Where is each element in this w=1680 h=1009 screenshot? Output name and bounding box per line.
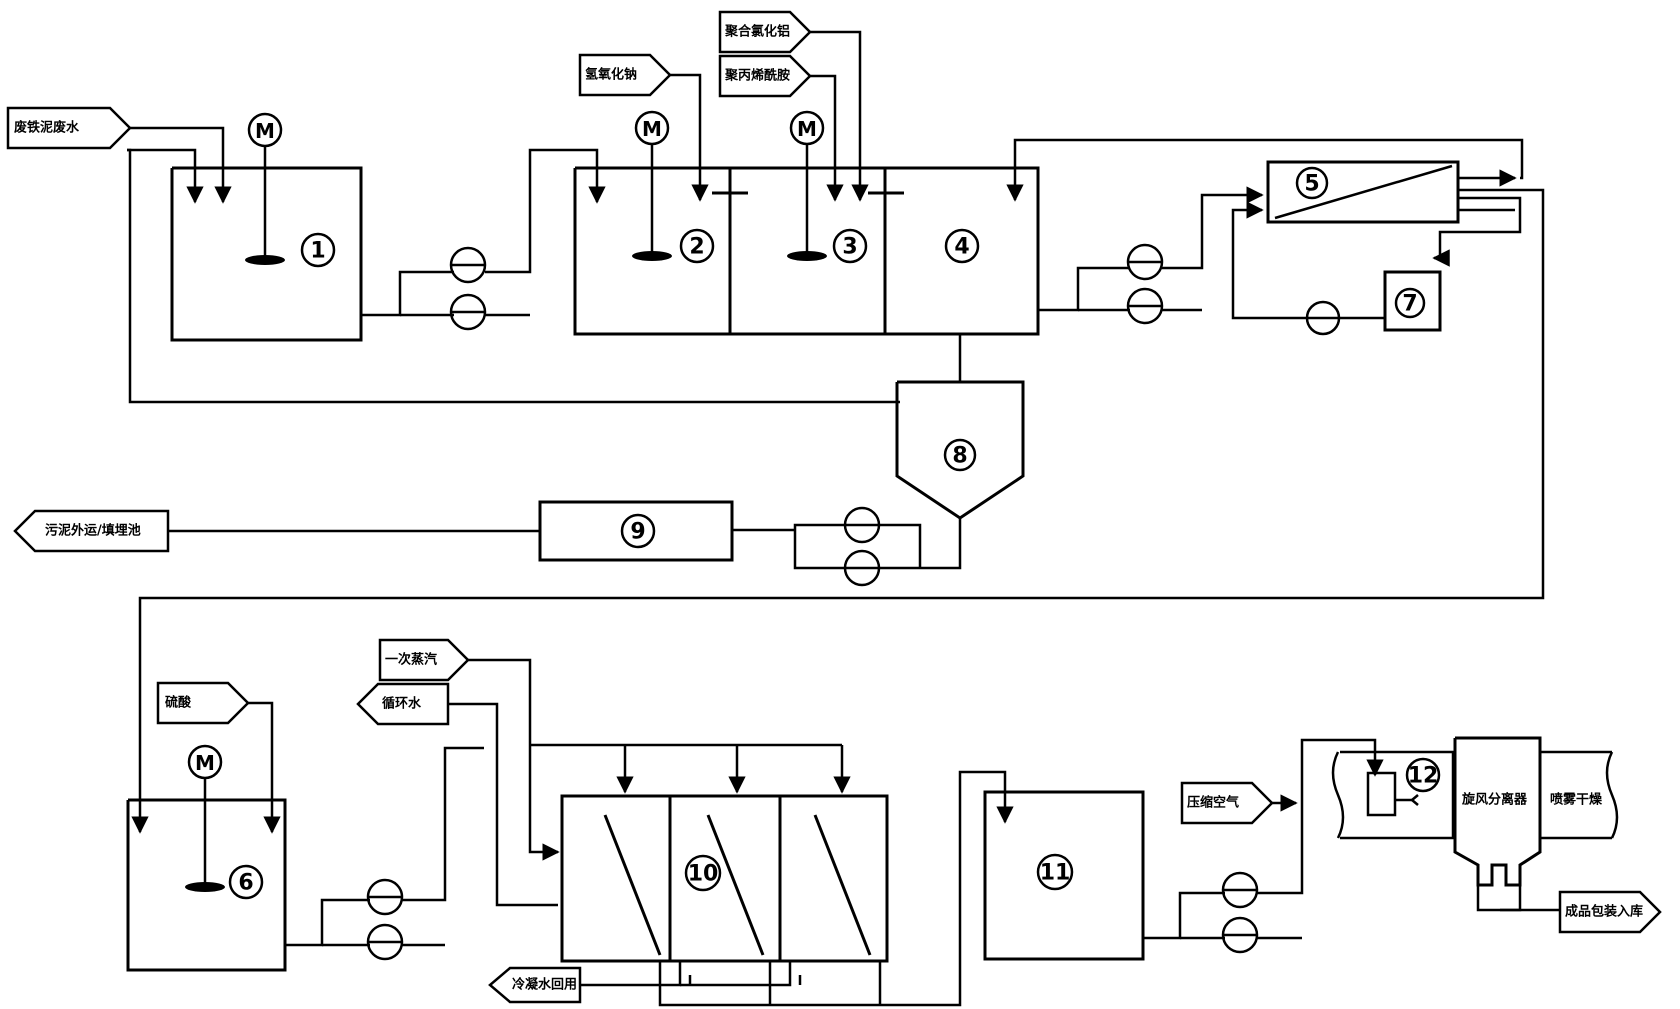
- tag-raw-wastewater: 废铁泥废水: [6, 106, 132, 150]
- pump-pair-1: [361, 148, 606, 331]
- evaporator-10: 10: [530, 743, 1014, 1007]
- unit-1-number: 1: [310, 239, 325, 264]
- dryer-label: 喷雾干燥: [1550, 792, 1603, 808]
- tag-product: 成品包装入库: [1558, 890, 1662, 934]
- backwash-line: [1006, 138, 1524, 202]
- unit-12-badge: [1405, 757, 1441, 793]
- unit-8-badge: [943, 438, 977, 472]
- motor-symbol: M: [797, 117, 817, 141]
- tag-alkali-label: 氢氧化钠: [585, 67, 637, 83]
- collector-label: 旋风分离器: [1461, 792, 1528, 808]
- tag-cooling-water: 循环水: [356, 682, 558, 907]
- unit-10-number: 10: [688, 862, 719, 887]
- pump-pair-4: [285, 746, 484, 961]
- unit-10-badge: [684, 854, 722, 892]
- agitator-icon: [632, 251, 672, 261]
- unit-8-number: 8: [952, 444, 967, 469]
- tag-condensate-reuse: 冷凝水回用: [488, 966, 582, 1004]
- unit-4-number: 4: [954, 235, 969, 260]
- tag-acid-label: 硫酸: [165, 695, 192, 711]
- tag-steam: 一次蒸汽: [378, 638, 560, 861]
- pump-icon: [366, 923, 404, 961]
- tag-compressed-air: 压缩空气: [1180, 781, 1298, 825]
- tag-condensate-reuse-label: 冷凝水回用: [512, 977, 577, 993]
- unit-7-number: 7: [1402, 292, 1417, 317]
- motor-symbol: M: [255, 119, 275, 143]
- unit-5-badge: [1295, 166, 1329, 200]
- tag-flocculant: 聚丙烯酰胺: [718, 54, 844, 202]
- tag-flocculant-label: 聚丙烯酰胺: [724, 68, 790, 84]
- unit-2-badge: [679, 228, 715, 264]
- unit-9-number: 9: [630, 520, 645, 545]
- motor-symbol: M: [642, 117, 662, 141]
- pump-icon: [1221, 871, 1259, 909]
- tank-6: M 6: [126, 744, 287, 972]
- pump-icon: [1126, 243, 1164, 281]
- tag-raw-wastewater-label: 废铁泥废水: [14, 120, 80, 136]
- pump-pair-2: [1038, 186, 1264, 325]
- filter-press-9: 9: [168, 500, 734, 562]
- tag-sludge-out: 污泥外运/填埋池: [13, 509, 170, 553]
- unit-4-badge: [944, 228, 980, 264]
- unit-3-number: 3: [842, 235, 857, 260]
- reaction-tanks-2-3-4: M M 2 3 4: [573, 110, 1040, 336]
- spray-dryer-12: 12 旋风分离器 喷雾干燥: [1331, 736, 1619, 912]
- tank-11: 11: [983, 790, 1145, 961]
- pump-icon: [1305, 300, 1341, 336]
- tag-product-label: 成品包装入库: [1565, 904, 1643, 920]
- pump-icon: [1126, 287, 1164, 325]
- tag-compressed-air-label: 压缩空气: [1187, 795, 1239, 811]
- membrane-unit-5: 5: [131, 160, 1545, 834]
- tag-acid: 硫酸: [156, 681, 281, 834]
- agitator-icon: [245, 255, 285, 265]
- unit-12-number: 12: [1408, 764, 1439, 789]
- unit-11-badge: [1036, 853, 1074, 891]
- pump-pair-3: [732, 506, 962, 587]
- tank-1: M 1: [127, 112, 363, 342]
- unit-9-badge: [620, 513, 656, 549]
- motor-symbol: M: [195, 751, 215, 775]
- unit-2-number: 2: [689, 235, 704, 260]
- pump-icon: [366, 878, 404, 916]
- tag-coagulant: 聚合氯化铝: [718, 10, 869, 202]
- pump-icon: [449, 293, 487, 331]
- unit-6-badge: [228, 864, 264, 900]
- agitator-icon: [185, 882, 225, 892]
- unit-1-badge: [300, 232, 336, 268]
- agitator-icon: [787, 251, 827, 261]
- thickener-8: 8: [895, 334, 1025, 520]
- unit-5-number: 5: [1304, 172, 1319, 197]
- pump-icon: [1221, 916, 1259, 954]
- tank-7: 7: [1231, 201, 1442, 336]
- unit-3-badge: [832, 228, 868, 264]
- tag-steam-label: 一次蒸汽: [385, 652, 437, 668]
- tag-sludge-out-label: 污泥外运/填埋池: [45, 523, 141, 539]
- recycle-line-8-to-1: [127, 148, 900, 404]
- tag-alkali: 氢氧化钠: [578, 53, 709, 202]
- tag-coagulant-label: 聚合氯化铝: [724, 24, 790, 40]
- unit-11-number: 11: [1040, 861, 1071, 886]
- pump-pair-5: [1143, 738, 1384, 954]
- unit-7-badge: [1394, 287, 1426, 319]
- tag-cooling-water-label: 循环水: [382, 696, 422, 712]
- unit-6-number: 6: [238, 871, 253, 896]
- pump-icon: [449, 246, 487, 284]
